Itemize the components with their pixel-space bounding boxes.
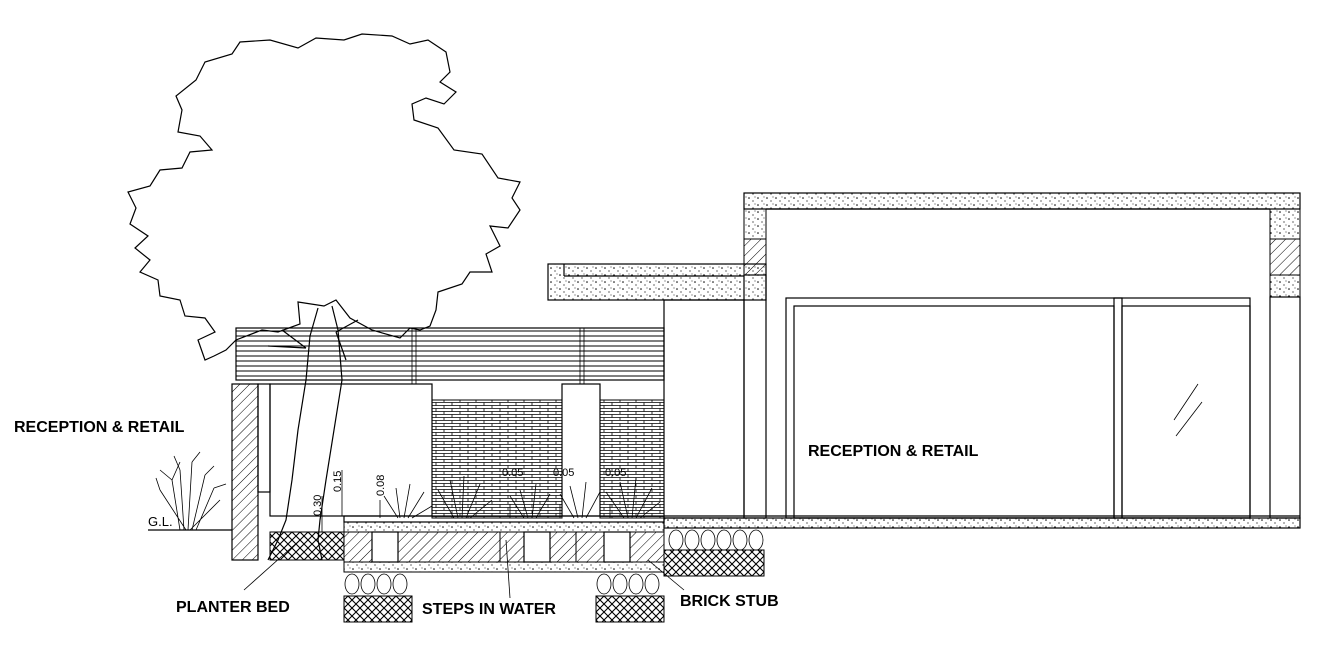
label-planter-bed: PLANTER BED — [176, 599, 290, 616]
label-reception-right: RECEPTION & RETAIL — [808, 443, 979, 460]
pergola — [235, 327, 665, 384]
label-steps-in-water: STEPS IN WATER — [422, 601, 556, 618]
pier-2 — [561, 383, 601, 517]
dimension-lines — [321, 470, 611, 532]
lintel-left — [743, 238, 767, 276]
glazing-frame — [785, 297, 1251, 519]
glass-reflection — [1173, 383, 1199, 421]
stone-footing-left — [343, 573, 413, 623]
lintel-right — [1269, 238, 1301, 276]
dim-label-6: 0.05 — [605, 467, 626, 479]
label-brick-stub: BRICK STUB — [680, 593, 779, 610]
left-wall — [257, 383, 271, 493]
water-plants — [383, 475, 661, 519]
dim-label-5: 0.05 — [553, 467, 574, 479]
plant-left — [155, 451, 227, 531]
dim-label-3: 0.08 — [375, 475, 387, 496]
dim-label-4: 0.05 — [502, 467, 523, 479]
step-1 — [371, 531, 399, 563]
label-gl: G.L. — [148, 514, 173, 529]
roof-slab — [743, 192, 1301, 210]
stone-footing-mid — [595, 573, 665, 623]
building-wall — [663, 299, 745, 519]
brick-wall-1 — [431, 399, 563, 519]
pergola-slats — [235, 327, 665, 381]
dim-label-2: 0.15 — [332, 471, 344, 492]
stone-footing-right — [663, 529, 765, 577]
leader-lines — [243, 539, 685, 599]
planter-soil — [269, 531, 345, 561]
label-reception-left: RECEPTION & RETAIL — [14, 419, 185, 436]
left-hatched-column — [231, 383, 259, 561]
dim-label-1: 0.30 — [312, 495, 324, 516]
step-3 — [603, 531, 631, 563]
building — [547, 192, 1301, 529]
brick-wall-2 — [599, 399, 665, 519]
water-channel — [343, 515, 665, 573]
step-fill-1 — [397, 531, 501, 563]
tree-canopy — [127, 33, 521, 361]
step-2 — [523, 531, 551, 563]
side-roof-slab — [547, 263, 767, 301]
